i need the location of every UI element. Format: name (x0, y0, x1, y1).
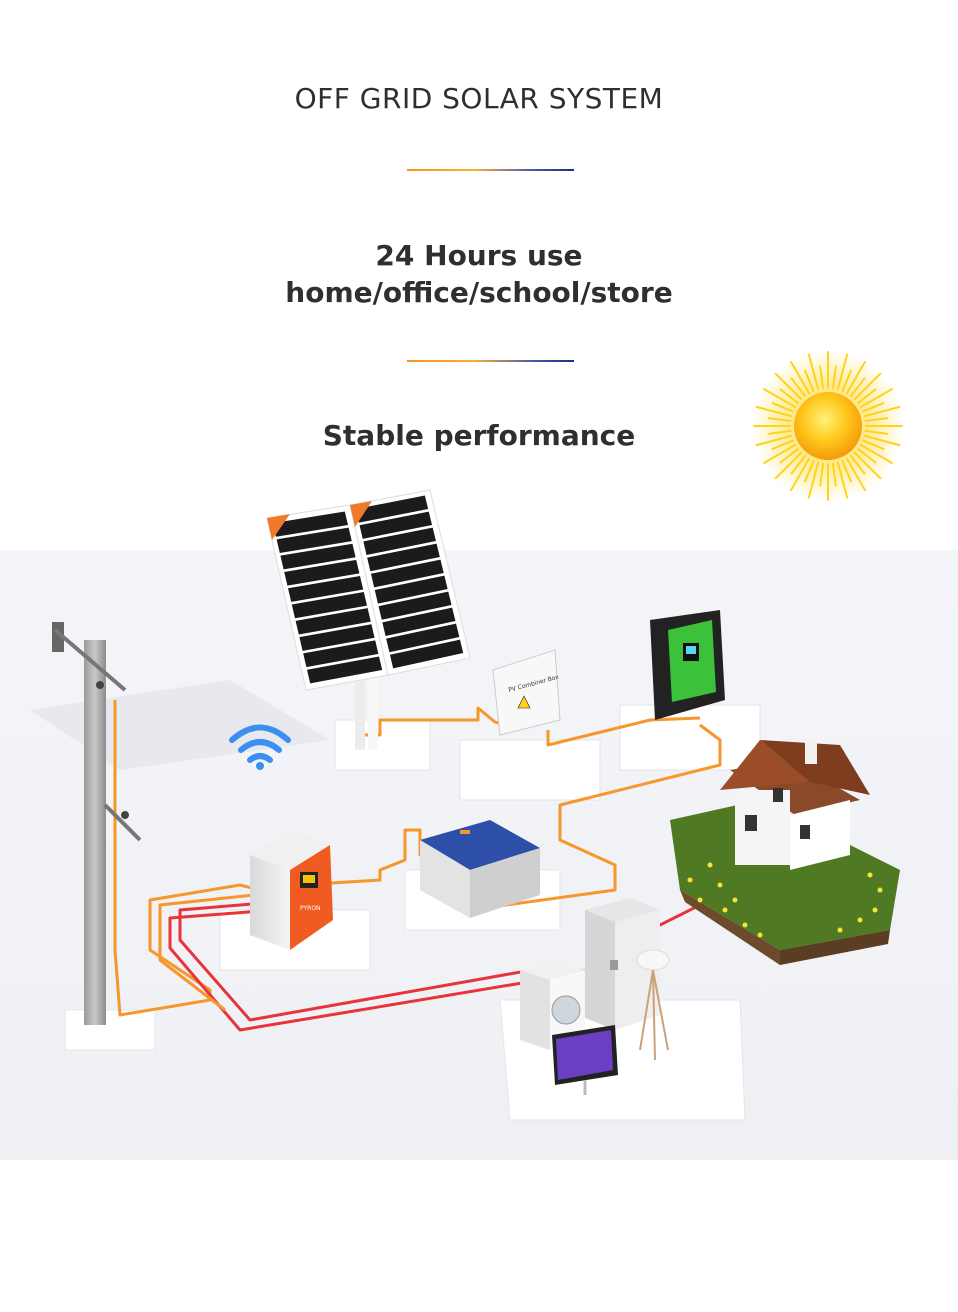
sun-ray (762, 444, 797, 464)
sun-ray (850, 377, 866, 397)
sun-ray (807, 353, 820, 391)
solar-cell (303, 640, 379, 668)
solar-cell (389, 639, 464, 669)
sun-ray (862, 402, 885, 413)
sun-ray (857, 388, 877, 404)
sun-ray (859, 444, 894, 464)
wifi-icon (229, 724, 291, 770)
battery-bank (420, 820, 540, 918)
flower (717, 882, 723, 888)
sun-ray (846, 457, 866, 492)
flower (757, 932, 763, 938)
sun-ray (819, 365, 825, 390)
sun-ray (864, 417, 889, 423)
solar-cell (280, 543, 356, 570)
sun-ray (790, 457, 810, 492)
solar-cell (386, 623, 460, 653)
sun-ray (804, 460, 815, 483)
flower (707, 862, 713, 868)
subtitle-divider (407, 360, 574, 362)
solar-cell (374, 575, 448, 604)
sun-icon (752, 350, 904, 502)
sun-ray (864, 429, 889, 435)
flower (732, 897, 738, 903)
sun-ray (804, 369, 815, 392)
utility-pole (52, 622, 142, 1025)
subtitle-line-1: 24 Hours use (375, 239, 583, 272)
sun-ray (831, 365, 837, 390)
sun-ray (790, 360, 810, 395)
sun-ray (850, 455, 866, 475)
tagline: Stable performance (322, 419, 636, 452)
sun-ray (859, 388, 894, 408)
sun-ray (863, 405, 901, 418)
solar-cell (272, 511, 348, 537)
sun-ray (807, 461, 820, 499)
sun-ray (774, 372, 803, 401)
page-title: OFF GRID SOLAR SYSTEM (294, 82, 664, 115)
power-cabinet: PYRON (250, 830, 333, 950)
solar-cell (276, 527, 352, 554)
sun-ray (853, 451, 882, 480)
combiner-box: PV Combiner Box (492, 649, 561, 736)
sun-ray (853, 372, 882, 401)
solar-cell (307, 656, 383, 684)
inverter (650, 610, 725, 720)
sun-ray (862, 439, 885, 450)
sun-ray (767, 417, 792, 423)
sun-ray (762, 388, 797, 408)
solar-cell (299, 624, 375, 651)
sun-ray (841, 369, 852, 392)
sun-ray (779, 388, 799, 404)
flower (687, 877, 693, 883)
solar-cell (291, 592, 367, 619)
solar-cell (378, 591, 452, 620)
flower (722, 907, 728, 913)
solar-cell (382, 607, 456, 636)
sun-ray (831, 462, 837, 487)
sun-ray (863, 434, 901, 447)
sun-ray (790, 377, 806, 397)
flower (697, 897, 703, 903)
flower (867, 872, 873, 878)
sun-ray (836, 461, 849, 499)
sun-ray (836, 353, 849, 391)
off-grid-system-diagram: PV Combiner Box PYRON (0, 489, 958, 1160)
cabinet-brand-label: PYRON (300, 905, 321, 912)
solar-panel (266, 489, 471, 750)
sun-ray (771, 402, 794, 413)
sun-ray (774, 451, 803, 480)
solar-cell (355, 495, 429, 523)
sun-ray (790, 455, 806, 475)
flower (872, 907, 878, 913)
solar-cell (367, 543, 440, 572)
home-appliances (520, 898, 670, 1095)
house (670, 740, 900, 965)
sun-ray (779, 448, 799, 464)
solar-cell (363, 527, 436, 556)
solar-cell (288, 575, 364, 602)
solar-cell (370, 559, 444, 588)
solar-cell (284, 559, 360, 586)
sun-ray (771, 439, 794, 450)
flower (877, 887, 883, 893)
sun-ray (841, 460, 852, 483)
sun-ray (857, 448, 877, 464)
flower (837, 927, 843, 933)
sun-ray (846, 360, 866, 395)
flower (857, 917, 863, 923)
solar-cell (295, 608, 371, 635)
solar-cell (359, 511, 433, 539)
flower (742, 922, 748, 928)
sun-ray (755, 405, 793, 418)
subtitle-line-2: home/office/school/store (285, 276, 673, 309)
title-divider (407, 169, 574, 171)
sun-ray (819, 462, 825, 487)
sun-ray (767, 429, 792, 435)
sun-ray (755, 434, 793, 447)
subtitle: 24 Hours use home/office/school/store (0, 237, 958, 311)
